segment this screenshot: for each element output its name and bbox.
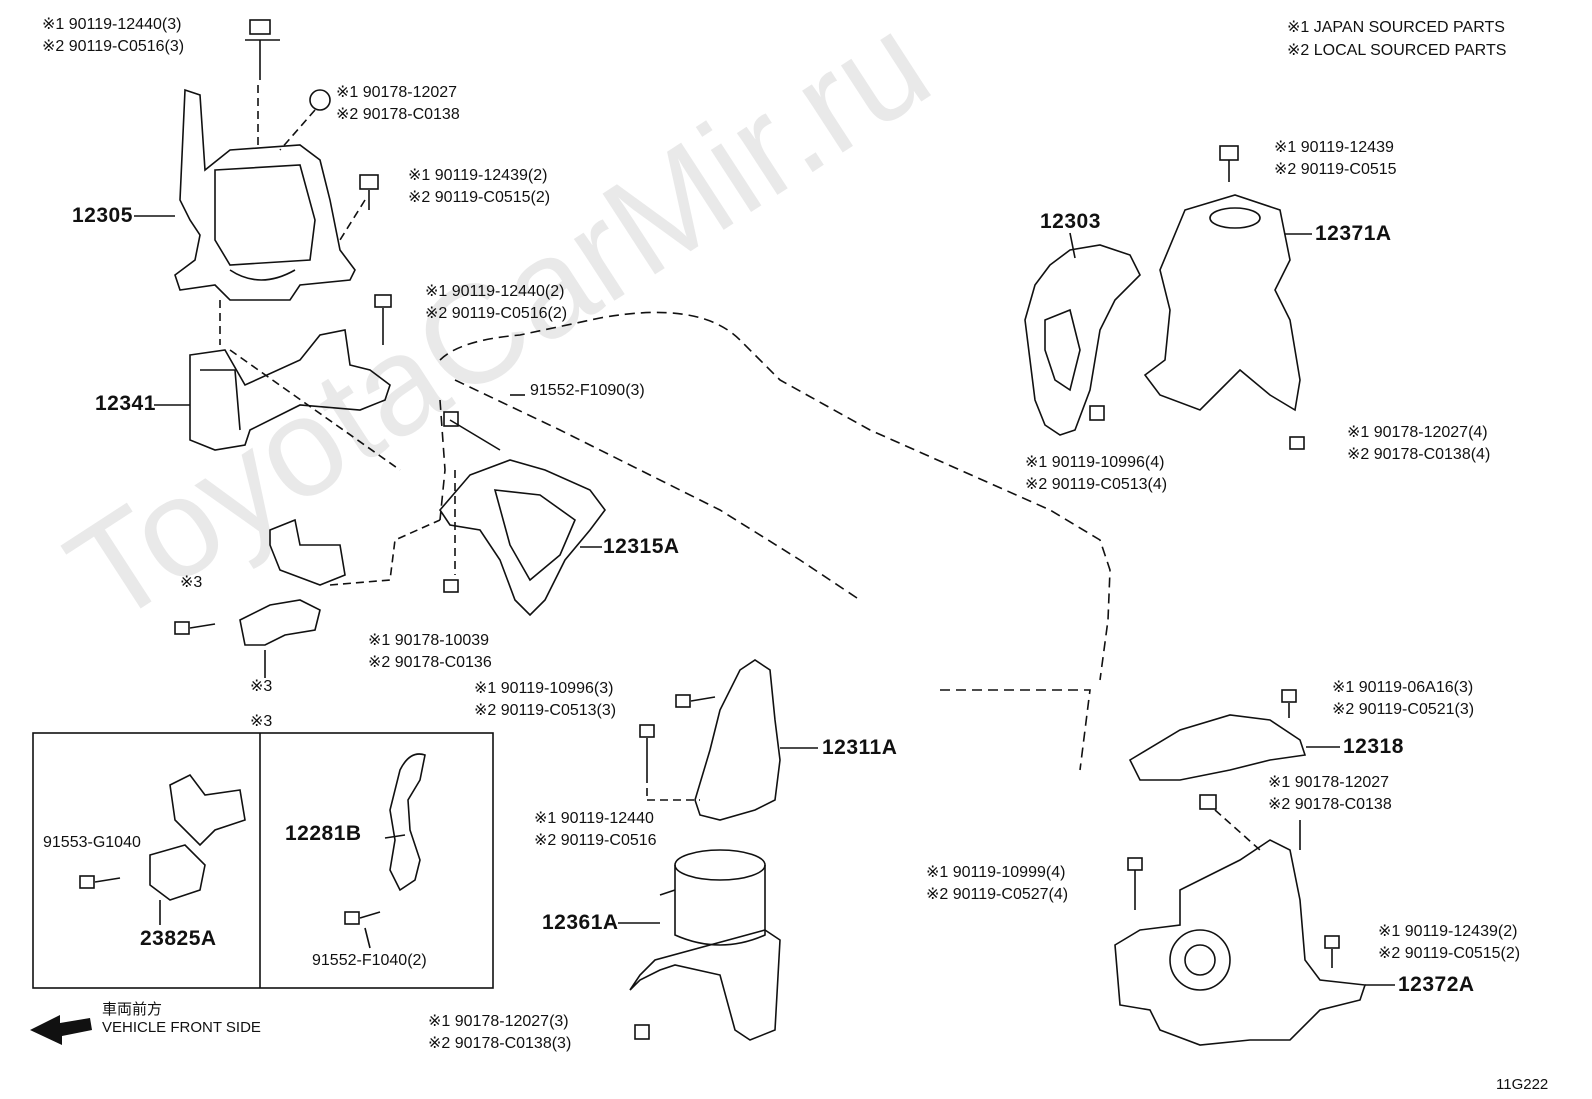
callout-nut-14a: ※1 90178-12027 (1268, 774, 1390, 791)
callout-bolt-7a: ※1 90119-10996(3) (474, 680, 614, 697)
callout-bolt-16a: ※1 90119-12439(2) (1378, 923, 1518, 940)
callout-bolt-15b: ※2 90119-C0527(4) (926, 886, 1069, 903)
callout-note-3-bolt: ※3 (180, 574, 203, 591)
callout-bolt-10a: ※1 90119-12439 (1274, 139, 1394, 156)
callout-bolt-4b: ※2 90119-C0516(2) (425, 305, 568, 322)
callout-nut-12a: ※1 90178-12027(4) (1347, 424, 1488, 441)
part-label-12361A: 12361A (542, 911, 619, 934)
part-label-12305: 12305 (72, 204, 133, 227)
callout-note-3-box: ※3 (250, 713, 273, 730)
callout-bolt-18: 91552-F1040(2) (312, 952, 427, 969)
part-label-12341: 12341 (95, 392, 156, 415)
callout-bolt-16b: ※2 90119-C0515(2) (1378, 945, 1521, 962)
callout-bolt-11a: ※1 90119-10996(4) (1025, 454, 1165, 471)
callout-bolt-8b: ※2 90119-C0516 (534, 832, 657, 849)
callout-bolt-5: 91552-F1090(3) (530, 382, 645, 399)
callout-bolt-11b: ※2 90119-C0513(4) (1025, 476, 1168, 493)
part-label-12281B: 12281B (285, 822, 362, 845)
mount-12372A (1114, 820, 1367, 1046)
callout-nut-2a: ※1 90178-12027 (336, 84, 458, 101)
vehicle-front-arrow-icon (30, 1015, 92, 1045)
callout-nut-9a: ※1 90178-12027(3) (428, 1013, 569, 1030)
bracket-12318 (1128, 689, 1307, 781)
part-label-12371A: 12371A (1315, 222, 1392, 245)
callout-nut-2b: ※2 90178-C0138 (336, 106, 460, 123)
part-label-12303: 12303 (1040, 210, 1101, 233)
callout-bolt-10b: ※2 90119-C0515 (1274, 161, 1397, 178)
callout-bolt-3b: ※2 90119-C0515(2) (408, 189, 551, 206)
part-12281B (344, 753, 426, 925)
callout-nut-6b: ※2 90178-C0136 (368, 654, 492, 671)
bracket-12341 (189, 294, 392, 451)
part-label-12318: 12318 (1343, 735, 1404, 758)
legend-japan: ※1 JAPAN SOURCED PARTS (1287, 19, 1505, 36)
front-side-jp: 車両前方 (102, 1001, 163, 1018)
part-label-12315A: 12315A (603, 535, 680, 558)
diagram-code: 11G222 (1496, 1076, 1549, 1093)
mount-12371A (1143, 145, 1305, 450)
part-label-12311A: 12311A (822, 736, 898, 759)
callout-bolt-13a: ※1 90119-06A16(3) (1332, 679, 1474, 696)
callout-bolt-1b: ※2 90119-C0516(3) (42, 38, 185, 55)
legend-local: ※2 LOCAL SOURCED PARTS (1287, 42, 1507, 59)
detail-box (32, 732, 494, 989)
part-label-12372A: 12372A (1398, 973, 1475, 996)
callout-nut-6a: ※1 90178-10039 (368, 632, 490, 649)
part-23825A (79, 773, 246, 901)
callout-nut-12b: ※2 90178-C0138(4) (1347, 446, 1491, 463)
callout-bolt-15a: ※1 90119-10999(4) (926, 864, 1066, 881)
front-side-en: VEHICLE FRONT SIDE (102, 1019, 261, 1036)
callout-bolt-17: 91553-G1040 (43, 834, 141, 851)
bracket-12315A (438, 411, 606, 617)
bracket-assembly-3 (174, 518, 346, 646)
mount-12361A (629, 849, 781, 1041)
engine-outline (439, 311, 1111, 681)
callout-bolt-8a: ※1 90119-12440 (534, 810, 654, 827)
callout-nut-9b: ※2 90178-C0138(3) (428, 1035, 572, 1052)
callout-bolt-13b: ※2 90119-C0521(3) (1332, 701, 1475, 718)
callout-bolt-3a: ※1 90119-12439(2) (408, 167, 548, 184)
mount-12305 (174, 19, 356, 301)
bracket-12311A (639, 659, 781, 821)
callout-note-3-bracket: ※3 (250, 678, 273, 695)
callout-bolt-7b: ※2 90119-C0513(3) (474, 702, 617, 719)
bracket-12303 (1024, 244, 1141, 436)
callout-nut-14b: ※2 90178-C0138 (1268, 796, 1392, 813)
callout-bolt-4a: ※1 90119-12440(2) (425, 283, 565, 300)
part-label-23825A: 23825A (140, 927, 217, 950)
callout-bolt-1a: ※1 90119-12440(3) (42, 16, 182, 33)
